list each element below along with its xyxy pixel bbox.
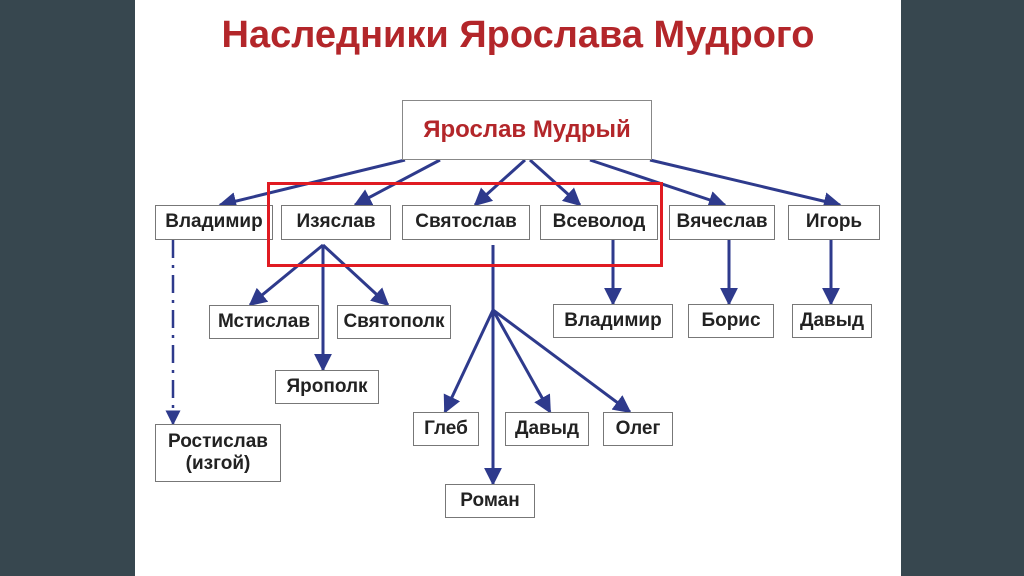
edge-svyatoslav-oleg (492, 308, 632, 414)
edge-root-svyatoslav (473, 158, 527, 207)
node-izyaslav: Изяслав (281, 205, 391, 240)
edge-root-vsevolod (528, 158, 582, 207)
edge-izyaslav-mstislav (248, 243, 324, 307)
node-svyatoslav: Святослав (402, 205, 530, 240)
edge-root-izyaslav (353, 158, 441, 207)
node-david-son-of-svyatoslav: Давыд (505, 412, 589, 446)
node-igor: Игорь (788, 205, 880, 240)
node-rostislav: Ростислав (изгой) (155, 424, 281, 482)
node-oleg: Олег (603, 412, 673, 446)
node-gleb: Глеб (413, 412, 479, 446)
edge-izyaslav-svyatopolk (321, 243, 390, 307)
node-mstislav: Мстислав (209, 305, 319, 339)
diagram-title: Наследники Ярослава Мудрого (221, 14, 815, 56)
node-rostislav-name: Ростислав (168, 430, 268, 452)
node-rostislav-text: Ростислав (изгой) (168, 431, 268, 476)
node-boris: Борис (688, 304, 774, 338)
edge-svyatoslav-david (491, 309, 552, 414)
node-vladimir-son-of-vsevolod: Владимир (553, 304, 673, 338)
node-vyacheslav: Вячеслав (669, 205, 775, 240)
node-roman: Роман (445, 484, 535, 518)
edge-svyatoslav-gleb (443, 309, 495, 414)
node-svyatopolk: Святополк (337, 305, 451, 339)
node-vsevolod: Всеволод (540, 205, 658, 240)
node-yaropolk: Ярополк (275, 370, 379, 404)
edge-root-igor (649, 158, 842, 211)
node-yaroslav-mudry: Ярослав Мудрый (402, 100, 652, 160)
slide: Наследники Ярослава Мудрого Ярослав Мудр… (135, 0, 901, 576)
edge-root-vyacheslav (589, 158, 727, 209)
node-david-son-of-igor: Давыд (792, 304, 872, 338)
node-rostislav-note: (изгой) (185, 453, 251, 474)
edge-root-vladimir (218, 158, 406, 210)
node-vladimir: Владимир (155, 205, 273, 240)
